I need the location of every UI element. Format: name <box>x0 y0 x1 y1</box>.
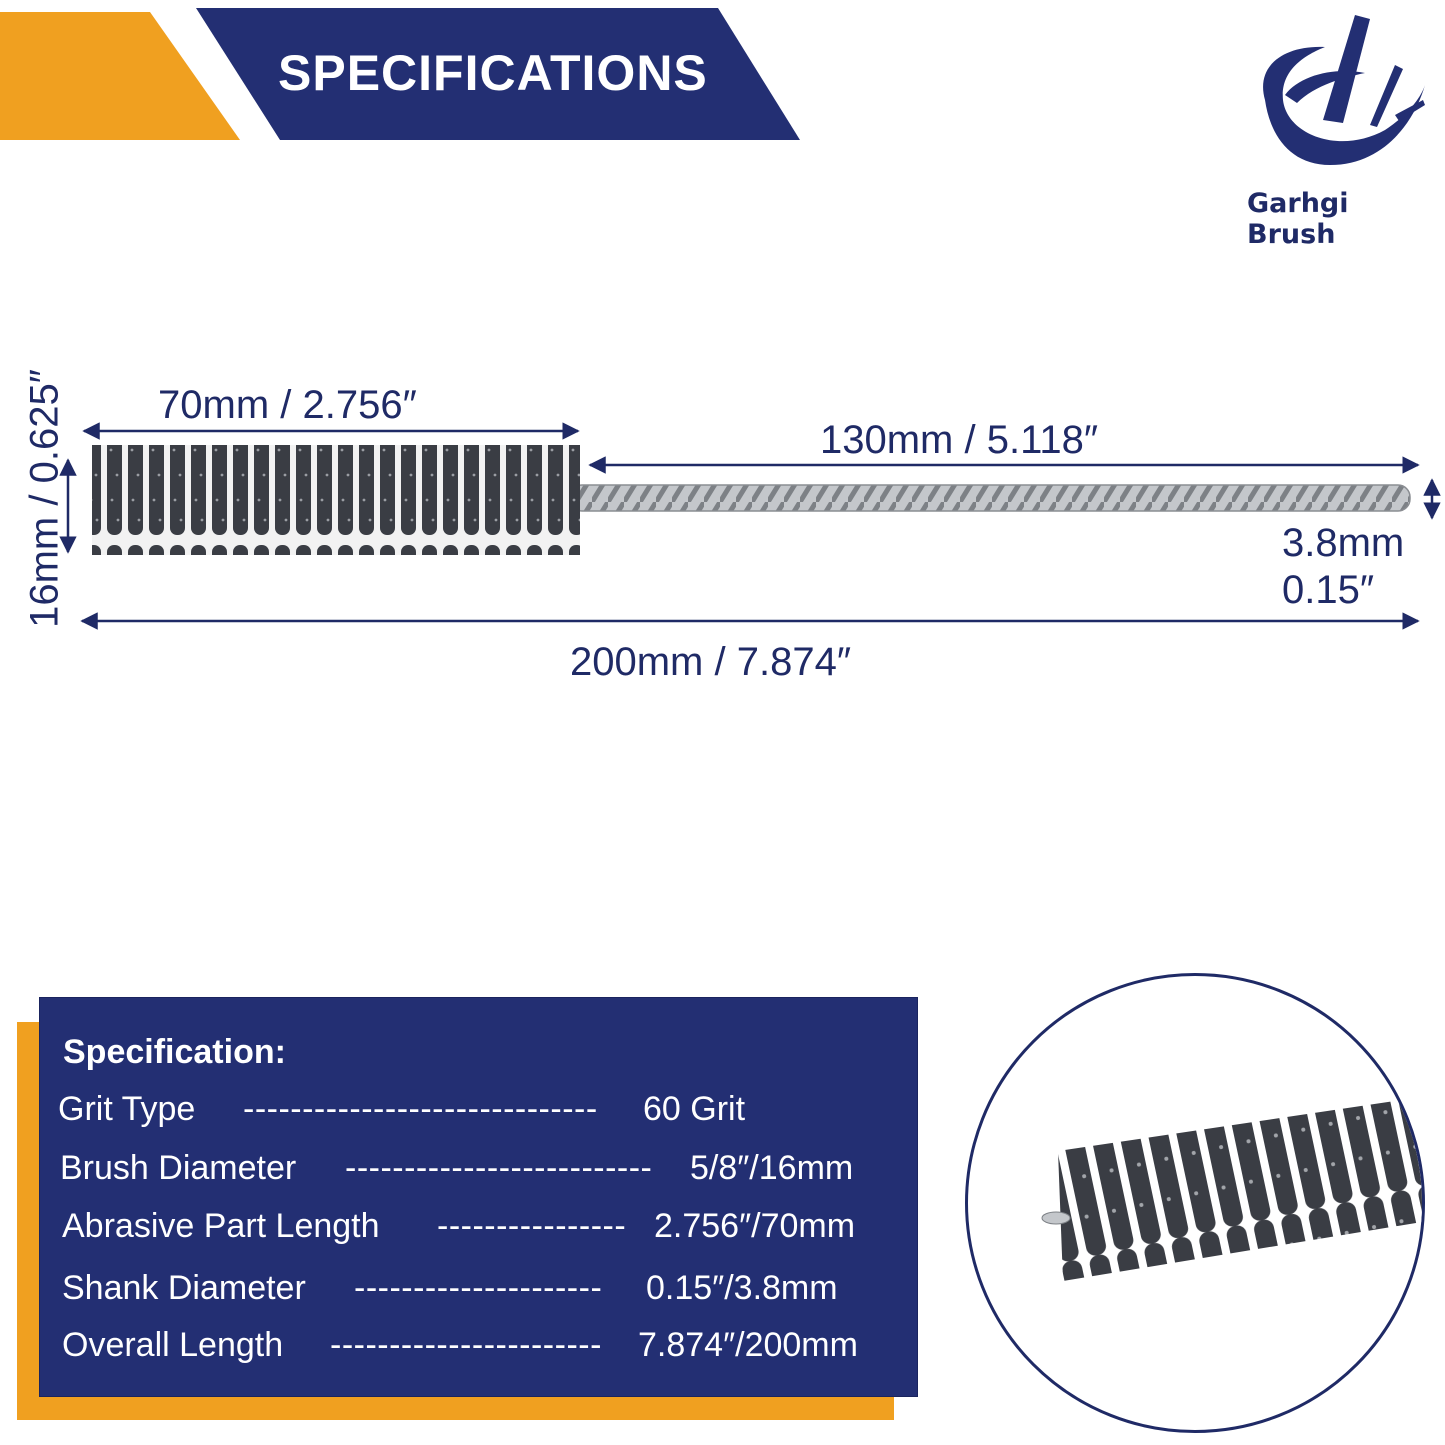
spec-dashes: --------------------- <box>354 1269 603 1307</box>
spec-value: 60 Grit <box>643 1090 746 1128</box>
spec-label: Shank Diameter <box>62 1269 306 1307</box>
shank-length-label: 130mm / 5.118″ <box>820 418 1099 462</box>
spec-dashes: -------------------------- <box>345 1149 653 1187</box>
spec-label: Brush Diameter <box>60 1149 297 1187</box>
brand-name: Garhgi Brush <box>1247 188 1349 250</box>
spec-panel: Grit Type ------------------------------… <box>40 998 917 1396</box>
spec-value: 7.874″/200mm <box>638 1326 858 1364</box>
overall-length-label: 200mm / 7.874″ <box>570 640 851 684</box>
brush-shank <box>569 484 1411 512</box>
shank-diameter-in-label: 0.15″ <box>1282 568 1375 612</box>
spec-dashes: ----------------------- <box>330 1326 602 1364</box>
brush-abrasive-section <box>92 445 580 555</box>
spec-value: 5/8″/16mm <box>690 1149 854 1187</box>
brush-diameter-label: 16mm / 0.625″ <box>22 369 67 628</box>
spec-dashes: ------------------------------ <box>243 1090 598 1128</box>
spec-label: Overall Length <box>62 1326 284 1364</box>
brush-dimension-diagram <box>59 422 1441 630</box>
spec-label: Grit Type <box>58 1090 196 1128</box>
brush-closeup-image <box>1041 1096 1422 1281</box>
spec-value: 2.756″/70mm <box>654 1207 856 1245</box>
spec-label: Abrasive Part Length <box>62 1207 380 1245</box>
spec-dashes: ---------------- <box>437 1207 627 1245</box>
specifications-banner <box>0 8 800 140</box>
abrasive-length-label: 70mm / 2.756″ <box>158 383 417 427</box>
shank-diameter-mm-label: 3.8mm <box>1282 521 1405 565</box>
banner-title: SPECIFICATIONS <box>278 45 708 101</box>
spec-heading: Specification: <box>63 1033 286 1071</box>
spec-value: 0.15″/3.8mm <box>646 1269 838 1307</box>
brush-closeup-circle <box>965 973 1425 1433</box>
garhgi-brush-logo-icon <box>1263 15 1425 165</box>
